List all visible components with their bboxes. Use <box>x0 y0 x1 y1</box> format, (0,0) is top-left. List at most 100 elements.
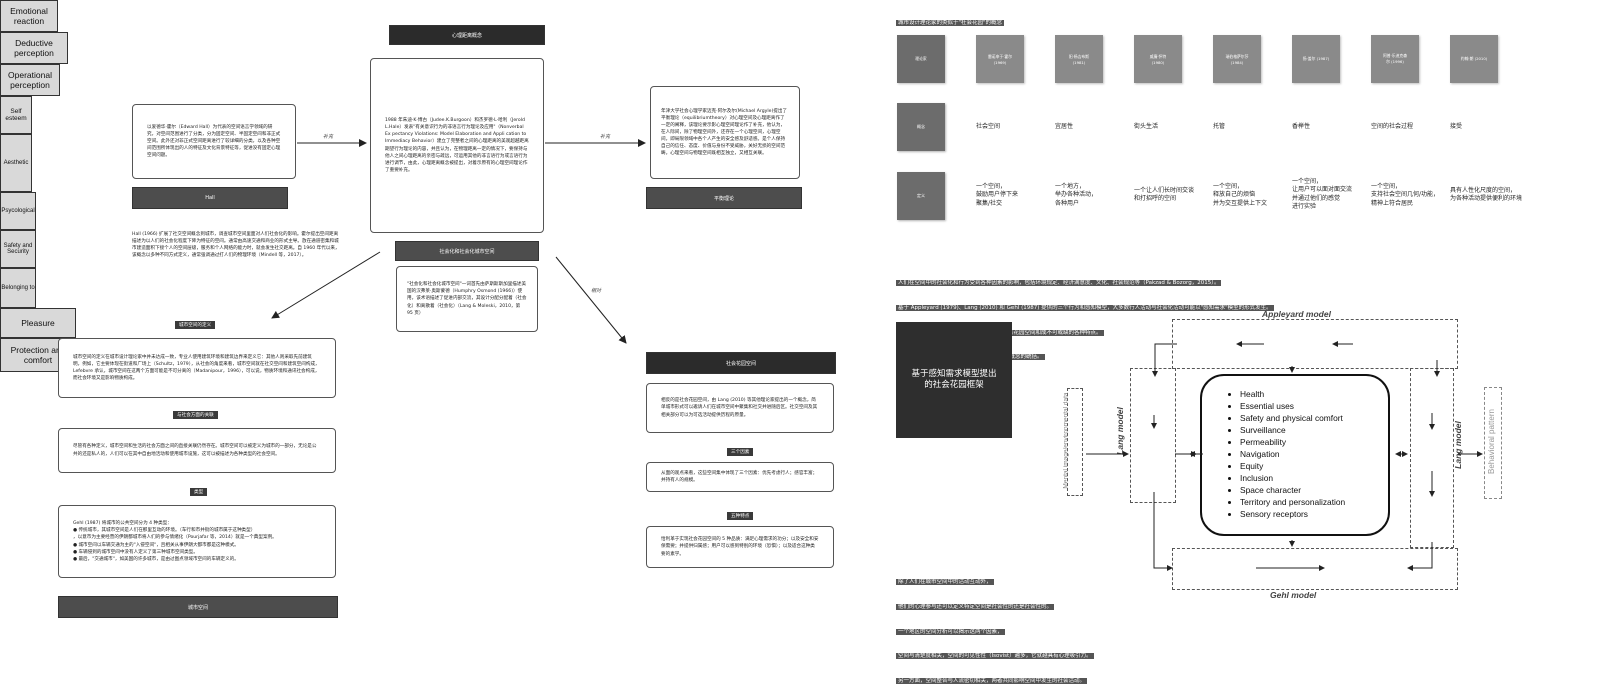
equilibrium-text: 年津大学社会心理学家迈克·阿尔及尔(Michael Argyle)提出了平衡理论… <box>661 108 788 157</box>
definition-box: 城市空间的定义在城市设计理论家中并未达成一致，专业人使用建筑环境和建筑边界来定义… <box>58 338 336 398</box>
type-tag: 类型 <box>190 488 208 496</box>
pleasure-box: Pleasure <box>0 308 76 338</box>
col-header-1: 雷诺申于·霍尔 (1969) <box>976 35 1024 83</box>
arrow-to-definition <box>271 251 381 319</box>
definition-4: 一个空间， 释放自己的烦恼 并为交互提供上下文 <box>1213 183 1268 207</box>
social-space-box: "社会化和社会化城市空间"一词首先由萨斯斯斯加里描述美国的汉弗莱·奥斯蒙德（Hu… <box>396 266 538 332</box>
need-item: Permeability <box>1240 437 1345 449</box>
social-aspect-tag: 与社会方面的关联 <box>173 411 218 419</box>
self-esteem-box: Self esteem <box>0 96 32 134</box>
supplement-label-1: 补充 <box>323 134 334 140</box>
col-header-6: 阿普·乐迪克森 尔 (1996) <box>1371 35 1419 83</box>
para1-line: 人们在空间中的社会化和行为受到各种因素的影响，包括环境规定、经济满意度、文化、社… <box>896 280 1222 286</box>
need-item: Health <box>1240 389 1345 401</box>
paragraph-2: 除了人们在城市空间中的活动互动外， 他们的心理参与还可以定义特定空间是社会性的还… <box>896 566 1166 690</box>
need-item: Inclusion <box>1240 473 1345 485</box>
top-title: 心理距离概念 <box>451 32 482 39</box>
operational-perception-box: Operational perception <box>0 64 60 96</box>
para1-line: 基于 Appleyard (1979)、Lang (2010) 和 Gehl (… <box>896 304 1274 311</box>
belonging-box: Belonging to <box>0 268 36 308</box>
needs-panel: Health Essential uses Safety and physica… <box>1200 374 1390 536</box>
equilibrium-label-bar: 平衡理论 <box>646 187 802 209</box>
appleyard-title: Appleyard model <box>1262 309 1331 319</box>
para2-line: 他们的心理参与还可以定义特定空间是社会性的还是社会性的。 <box>896 603 1055 610</box>
framework-card: 基于感知需求模型提出 的社会花园框架 <box>896 322 1012 438</box>
para2-line: 空间与清楚度相关，空间的可见性性（Isovist）越多，它就越具有心理吸引力。 <box>896 653 1094 660</box>
urban-space-label: 城市空间 <box>187 604 208 611</box>
need-item: Navigation <box>1240 449 1345 461</box>
lang-left-frame <box>1130 368 1176 503</box>
arrow-to-social-garden <box>555 256 627 344</box>
hall-text: 以爱德华·霍尔（Edward Hall）为代表的空间语言学领域的研究，对空间范围… <box>147 124 281 159</box>
framework-arrows <box>1086 341 1483 571</box>
five-traits-text: 恰利革于实现社会花园空间的 5 种品质：满足心理需求的功分；以及安全和安保需要；… <box>661 537 819 557</box>
three-factors-box: 从面的观点来看，这些空间集中体现了三个因素：优先考虑行人；感官丰富；并持有人的规… <box>646 462 834 492</box>
type-box: Gehl (1987) 将城市的公共空间分为 4 种类型： ● 传统城市，其城市… <box>58 505 336 578</box>
concept-7: 接受 <box>1450 123 1463 130</box>
psycological-box: Psycological <box>0 192 36 230</box>
social-aspect-text: 尽管有各种定义，城市空间和生活的社会方面之间的直接关联仍然存在。城市空间可以被定… <box>73 444 317 457</box>
deductive-perception-box: Deductive perception <box>0 32 68 64</box>
mind-map-arrows <box>271 139 646 344</box>
para2-line: 除了人们在城市空间中的活动互动外， <box>896 579 994 585</box>
col-header-3: 威廉·怀特 (1980) <box>1134 35 1182 83</box>
center-box: 1988 年朱迪·K·博古（Judee.K.Burgoon）和杰罗德·L·哈利（… <box>370 58 544 233</box>
col-header-0: 理论家 <box>897 35 945 83</box>
urban-space-bar: 城市空间 <box>58 596 338 618</box>
aesthetic-box: Aesthetic <box>0 134 32 192</box>
concept-1: 社会空间 <box>976 123 1001 130</box>
definition-7: 具有人性化尺度的空间， 为各种活动提供便利的环境 <box>1450 187 1523 203</box>
behavioral-frame <box>1484 387 1502 499</box>
five-traits-box: 恰利革于实现社会花园空间的 5 种品质：满足心理需求的功分；以及安全和安保需要；… <box>646 526 834 568</box>
col-header-2: 阳·杨吉布斯 (1981) <box>1055 35 1103 83</box>
need-item: Territory and personalization <box>1240 497 1345 509</box>
hall-label: Hall <box>205 195 215 201</box>
concept-3: 街头生活 <box>1134 123 1159 130</box>
table-title-text: 城市设计理论家的类似于"社会花园"的概念 <box>896 20 1005 26</box>
mental-frame <box>1067 388 1083 496</box>
concept-2: 宜居性 <box>1055 123 1074 130</box>
supplement-label-2: 补充 <box>600 134 611 140</box>
row-header-concept: 概念 <box>897 103 945 151</box>
definition-text: 城市空间的定义在城市设计理论家中并未达成一致，专业人使用建筑环境和建筑边界来定义… <box>73 354 320 382</box>
need-item: Essential uses <box>1240 401 1345 413</box>
need-item: Safety and physical comfort <box>1240 413 1345 425</box>
equilibrium-label: 平衡理论 <box>713 195 734 202</box>
concept-4: 托管 <box>1213 123 1226 130</box>
row-header-definition: 定义 <box>897 172 945 220</box>
need-item: Sensory receptors <box>1240 509 1345 521</box>
social-garden-text: 相反的是社会花园空间，由 Lang (2010) 等其他理论家提出的一个概念，简… <box>661 398 818 418</box>
social-aspect-box: 尽管有各种定义，城市空间和生活的社会方面之间的直接关联仍然存在。城市空间可以被定… <box>58 428 336 473</box>
need-item: Surveillance <box>1240 425 1345 437</box>
five-traits-tag: 五种特点 <box>727 512 754 520</box>
social-space-text: "社会化和社会化城市空间"一词首先由萨斯斯斯加里描述美国的汉弗莱·奥斯蒙德（Hu… <box>407 282 527 316</box>
col-header-5: 扬·盖尔 (1987) <box>1292 35 1340 83</box>
gehl-title: Gehl model <box>1270 590 1317 600</box>
three-factors-text: 从面的观点来看，这些空间集中体现了三个因素：优先考虑行人；感官丰富；并持有人的规… <box>661 470 818 483</box>
definition-1: 一个空间， 鼓励用户停下来 聚集/社交 <box>976 183 1019 207</box>
social-garden-box: 相反的是社会花园空间，由 Lang (2010) 等其他理论家提出的一个概念，简… <box>646 383 834 433</box>
social-space-bar: 社会化和社会化城市空间 <box>395 241 539 261</box>
hall-box: 以爱德华·霍尔（Edward Hall）为代表的空间语言学领域的研究，对空间范围… <box>132 104 296 179</box>
definition-2: 一个地方， 举办各种活动， 各种用户 <box>1055 183 1098 207</box>
safety-security-box: Safety and Security <box>0 230 36 268</box>
para2-line: 一个地区的空间分析可以揭示这两个因素， <box>896 628 1005 635</box>
emotional-reaction-box: Emotional reaction <box>0 0 58 32</box>
col-header-7: 约翰·朗 (2010) <box>1450 35 1498 83</box>
definition-6: 一个空间， 支持社会空间几何/功能， 精神上符合居民 <box>1371 183 1440 207</box>
social-garden-label: 社会花园空间 <box>725 360 756 367</box>
definition-5: 一个空间， 让用户可以面对面交流 并通过他们的感觉 进行实验 <box>1292 178 1353 211</box>
opposite-label: 相对 <box>591 288 602 294</box>
needs-list: Health Essential uses Safety and physica… <box>1226 389 1345 520</box>
type-text: Gehl (1987) 将城市的公共空间分为 4 种类型： ● 传统城市，其城市… <box>73 521 277 562</box>
para2-line: 另一方面，空间整合与人流密切相关，两者共同影响空间中发生的社会活动。 <box>896 678 1088 685</box>
table-title: 城市设计理论家的类似于"社会花园"的概念 <box>896 9 1005 28</box>
social-garden-bar: 社会花园空间 <box>646 352 836 374</box>
equilibrium-box: 年津大学社会心理学家迈克·阿尔及尔(Michael Argyle)提出了平衡理论… <box>650 86 800 179</box>
social-space-label: 社会化和社会化城市空间 <box>439 248 495 255</box>
concept-5: 香榉性 <box>1292 123 1311 130</box>
need-item: Space character <box>1240 485 1345 497</box>
center-text: 1988 年朱迪·K·博古（Judee.K.Burgoon）和杰罗德·L·哈利（… <box>385 118 529 173</box>
need-item: Equity <box>1240 461 1345 473</box>
three-factors-tag: 三个因素 <box>727 448 754 456</box>
